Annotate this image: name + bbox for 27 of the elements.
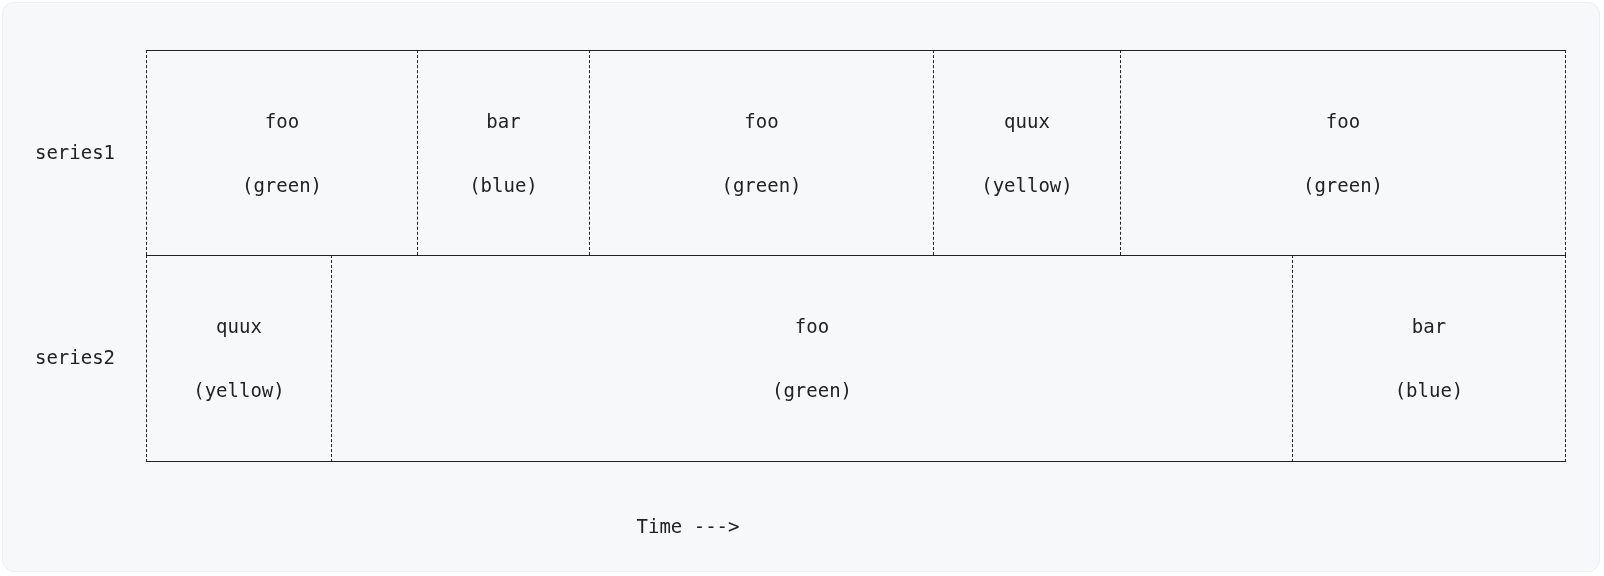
timeline-segment [933,50,1120,255]
timeline-segment [146,50,417,255]
segment-label: foo [264,109,300,133]
color-note: (yellow) [193,378,285,403]
color-note: (yellow) [981,173,1073,197]
timeline-segment [1292,255,1566,462]
timeline-segment [589,50,933,255]
timeline-segment [331,255,1292,462]
series-label: series2 [34,346,116,368]
segment-label: bar [486,109,521,133]
segment-label: bar [1411,314,1447,339]
color-note: (green) [721,173,802,197]
segment-label: quux [216,314,262,339]
segment-label: foo [794,314,830,339]
timeline-segment [417,50,589,255]
segment-label: foo [744,109,779,133]
color-note: (blue) [1394,378,1464,403]
axis-label: Time ---> [636,515,740,537]
color-note: (blue) [469,173,538,197]
series-label: series1 [34,141,116,163]
color-note: (green) [1302,173,1384,197]
color-note: (green) [241,173,323,197]
color-note: (green) [771,378,853,403]
segment-label: foo [1325,109,1361,133]
timeline-segment [146,255,331,462]
segment-label: quux [1004,109,1050,133]
timeline-segment [1120,50,1566,255]
